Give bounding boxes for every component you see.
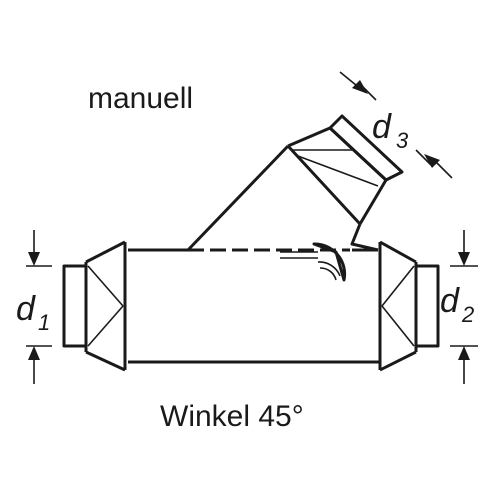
dimension-arrow-icon: [352, 80, 368, 94]
dimension-d3: d 3: [339, 71, 453, 179]
dimension-arrow-icon: [458, 346, 470, 360]
dimension-d1: d 1: [16, 230, 52, 384]
dimension-d2: d 2: [440, 230, 478, 384]
main-pipe-body: [128, 248, 380, 364]
damper-blade-icon: [280, 242, 347, 282]
mode-label: manuell: [88, 82, 193, 115]
d3-label: d: [372, 108, 392, 146]
branch-pipe: [186, 114, 404, 252]
d1-subscript: 1: [38, 310, 50, 335]
angle-label: Winkel 45°: [160, 400, 304, 433]
d2-subscript: 2: [461, 302, 474, 327]
right-reducer: [378, 240, 440, 372]
left-reducer: [62, 240, 127, 372]
d2-label: d: [440, 282, 460, 320]
dimension-arrow-icon: [424, 154, 440, 168]
dimension-arrow-icon: [28, 252, 40, 266]
d1-label: d: [16, 290, 36, 328]
dimension-arrow-icon: [458, 252, 470, 266]
d3-subscript: 3: [396, 128, 409, 153]
dimension-arrow-icon: [28, 346, 40, 360]
